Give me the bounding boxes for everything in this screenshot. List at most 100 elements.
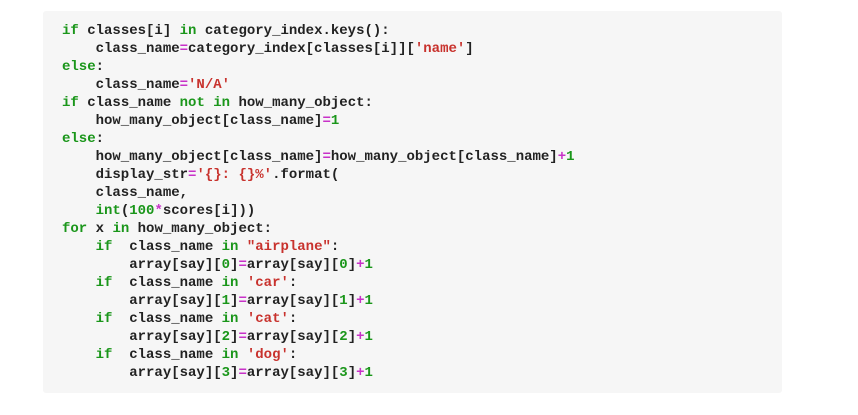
code-token-p: array[say][ (62, 257, 222, 273)
code-token-p: ] (465, 41, 474, 57)
code-line: how_many_object[class_name]=how_many_obj… (62, 148, 772, 166)
code-token-p: class_name (112, 347, 222, 363)
code-token-op: = (179, 77, 189, 93)
code-token-num: 1 (339, 293, 348, 309)
code-token-p (238, 239, 246, 255)
code-token-p: class_name, (62, 185, 189, 201)
code-token-num: 1 (364, 257, 373, 273)
code-line: if class_name not in how_many_object: (62, 94, 772, 112)
code-token-p: class_name (62, 41, 180, 57)
code-line: array[say][2]=array[say][2]+1 (62, 328, 772, 346)
code-token-p: ] (230, 293, 239, 309)
code-token-p (238, 311, 246, 327)
code-token-p: class_name (62, 77, 180, 93)
code-block: if classes[i] in category_index.keys(): … (43, 11, 782, 393)
code-token-str: 'name' (414, 41, 466, 57)
code-token-p: array[say][ (246, 365, 340, 381)
code-token-p: array[say][ (62, 293, 222, 309)
code-line: if class_name in "airplane": (62, 238, 772, 256)
code-token-p (62, 203, 96, 219)
code-token-kw: not (179, 95, 205, 111)
code-token-p: ( (120, 203, 130, 219)
code-token-p: display_str (62, 167, 189, 183)
code-token-p (62, 239, 96, 255)
code-token-p: ] (230, 257, 239, 273)
code-token-p (238, 275, 246, 291)
code-token-num: 1 (566, 149, 575, 165)
code-token-p: ] (347, 365, 357, 381)
code-line: class_name=category_index[classes[i]]['n… (62, 40, 772, 58)
code-token-p: array[say][ (62, 365, 222, 381)
code-token-kw: in (221, 347, 239, 363)
code-token-p: : (330, 239, 340, 255)
code-token-p: classes[i] (78, 23, 180, 39)
code-token-num: 1 (364, 329, 373, 345)
code-line: else: (62, 58, 772, 76)
code-token-p: how_many_object: (230, 95, 373, 111)
code-token-kw: else (62, 131, 96, 147)
code-token-p: : (95, 131, 105, 147)
code-token-op: = (179, 41, 189, 57)
code-token-op: = (322, 149, 331, 165)
code-token-str: 'dog' (246, 347, 289, 363)
code-token-num: 1 (330, 113, 340, 129)
code-line: if class_name in 'car': (62, 274, 772, 292)
code-token-str: "airplane" (246, 239, 331, 255)
code-token-num: 3 (339, 365, 348, 381)
code-token-op: = (238, 257, 247, 273)
code-token-kw: in (221, 275, 239, 291)
code-token-p: array[say][ (246, 329, 340, 345)
code-token-op: + (356, 293, 365, 309)
code-token-kw: in (112, 221, 130, 237)
code-token-p: how_many_object[class_name] (330, 149, 558, 165)
code-token-kw: in (221, 239, 239, 255)
code-token-kw: in (221, 311, 239, 327)
code-token-kw: if (95, 311, 113, 327)
code-token-kw: for (62, 221, 88, 237)
code-token-num: int (95, 203, 121, 219)
code-token-p: how_many_object: (129, 221, 273, 237)
code-token-p: scores[i])) (162, 203, 256, 219)
code-token-p: class_name (112, 239, 222, 255)
code-token-p: array[say][ (62, 329, 222, 345)
code-token-op: = (322, 113, 331, 129)
code-token-op: = (238, 293, 247, 309)
code-token-p: how_many_object[class_name] (62, 113, 323, 129)
code-token-num: 1 (221, 293, 231, 309)
code-token-p: ] (230, 365, 239, 381)
code-token-kw: if (95, 239, 113, 255)
code-line: for x in how_many_object: (62, 220, 772, 238)
code-token-op: + (356, 365, 365, 381)
code-token-p: ] (347, 329, 357, 345)
code-token-num: 2 (221, 329, 231, 345)
code-token-kw: in (179, 23, 197, 39)
code-line: if class_name in 'cat': (62, 310, 772, 328)
code-line: class_name='N/A' (62, 76, 772, 94)
code-token-p: x (87, 221, 113, 237)
code-token-num: 2 (339, 329, 348, 345)
code-token-kw: if (95, 275, 113, 291)
code-token-op: = (238, 329, 247, 345)
code-token-p: how_many_object[class_name] (62, 149, 323, 165)
code-token-p (62, 347, 96, 363)
code-token-p: category_index[classes[i]][ (188, 41, 415, 57)
code-token-p: .format( (272, 167, 340, 183)
code-line: if classes[i] in category_index.keys(): (62, 22, 772, 40)
code-line: int(100*scores[i])) (62, 202, 772, 220)
code-token-p: ] (347, 257, 357, 273)
code-token-p: class_name (112, 311, 222, 327)
code-token-str: 'car' (246, 275, 289, 291)
code-token-kw: if (62, 23, 79, 39)
code-token-num: 1 (364, 293, 373, 309)
code-token-op: * (154, 203, 163, 219)
code-token-op: = (188, 167, 197, 183)
code-line: how_many_object[class_name]=1 (62, 112, 772, 130)
code-token-kw: in (213, 95, 231, 111)
code-token-p: : (288, 347, 298, 363)
code-token-op: + (557, 149, 567, 165)
code-token-p (205, 95, 213, 111)
code-token-num: 0 (339, 257, 348, 273)
code-token-op: + (356, 257, 365, 273)
code-token-num: 0 (221, 257, 231, 273)
